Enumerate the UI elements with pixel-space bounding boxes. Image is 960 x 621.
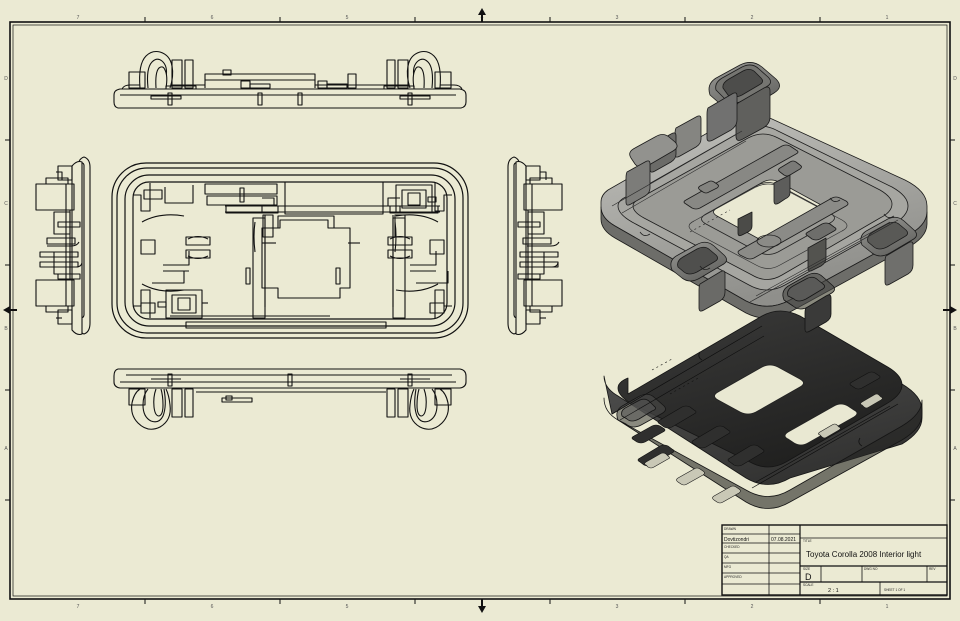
size-value: D — [805, 572, 812, 582]
title-block[interactable] — [721, 524, 948, 596]
zone-label: 3 — [616, 15, 619, 21]
zone-label: B — [4, 326, 8, 332]
isometric-view-shaded — [600, 62, 928, 319]
front-view-internals — [133, 181, 452, 329]
drawn-date: 07.08.2021 — [771, 537, 796, 543]
zone-label: 6 — [211, 15, 214, 21]
zone-label: 7 — [77, 604, 80, 610]
scale-value: 2 : 1 — [828, 588, 839, 594]
qa-label: QA — [724, 555, 729, 559]
top-view — [113, 50, 467, 109]
right-side-view — [507, 156, 563, 336]
drawn-label: DRAWN — [724, 527, 737, 531]
zone-label: D — [4, 76, 8, 82]
bottom-view — [113, 368, 467, 430]
zone-label: D — [953, 76, 957, 82]
title-block-text: DRAWN Dovtizondri 07.08.2021 CHECKED QA … — [724, 527, 936, 594]
zone-label: 6 — [211, 604, 214, 610]
zone-label: 2 — [751, 15, 754, 21]
drawn-name: Dovtizondri — [724, 537, 749, 543]
sheet-value: SHEET 1 OF 1 — [884, 588, 905, 592]
zone-label: B — [953, 326, 957, 332]
checked-label: CHECKED — [724, 545, 740, 549]
zone-label: C — [4, 201, 8, 207]
size-label: SIZE — [803, 567, 810, 571]
zone-label: 1 — [886, 604, 889, 610]
drawing-title: Toyota Corolla 2008 Interior light — [806, 550, 922, 559]
zone-label: A — [4, 446, 8, 452]
zone-label: 5 — [346, 604, 349, 610]
zone-labels-right: D C B A — [953, 76, 957, 452]
zone-labels-left: D C B A — [4, 76, 8, 452]
zone-label: 5 — [346, 15, 349, 21]
zone-label: 2 — [751, 604, 754, 610]
left-side-view — [35, 156, 91, 336]
zone-label: A — [953, 446, 957, 452]
rev-label: REV — [929, 567, 936, 571]
zone-label: 3 — [616, 604, 619, 610]
zone-label: 7 — [77, 15, 80, 21]
isometric-view-dark — [603, 272, 923, 509]
front-view — [111, 162, 469, 339]
zone-label: 1 — [886, 15, 889, 21]
mfg-label: MFG — [724, 565, 732, 569]
zone-ticks — [5, 17, 955, 604]
approved-label: APPROVED — [724, 575, 742, 579]
dwg-no-label: DWG NO — [864, 567, 878, 571]
title-label: TITLE — [803, 539, 812, 543]
center-marker-arrows — [3, 8, 957, 613]
zone-label: C — [953, 201, 957, 207]
scale-label: SCALE — [803, 583, 813, 587]
